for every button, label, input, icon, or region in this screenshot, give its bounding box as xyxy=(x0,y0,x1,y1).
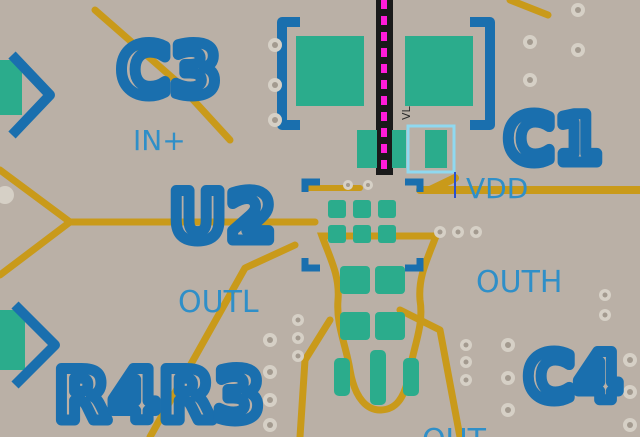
via xyxy=(268,78,282,92)
pad-c3-left xyxy=(296,36,364,106)
net-labels: IN+ VDD OUTH OUTL OUT VL xyxy=(133,105,562,437)
via xyxy=(263,365,277,379)
silkscreen-designators: C3 C1 U2 R4R3 C4 xyxy=(50,25,627,437)
net-label-outl: OUTL xyxy=(178,285,259,320)
left-pads xyxy=(0,51,60,389)
designator-c1: C1 xyxy=(505,101,603,178)
via xyxy=(343,180,353,190)
via xyxy=(623,353,637,367)
via xyxy=(460,374,472,386)
designator-c4: C4 xyxy=(525,339,623,416)
trace-left-diagonal-lower xyxy=(0,218,74,279)
footprint-r4r3[interactable] xyxy=(334,350,419,405)
via xyxy=(599,289,611,301)
via xyxy=(268,38,282,52)
trace-top-right xyxy=(506,0,552,19)
via xyxy=(292,332,304,344)
copper-pour-output xyxy=(317,232,441,414)
via xyxy=(263,333,277,347)
via xyxy=(523,35,537,49)
pad-left-upper xyxy=(0,60,22,115)
footprint-u2[interactable] xyxy=(301,178,424,340)
via xyxy=(0,186,14,204)
via xyxy=(523,73,537,87)
pad-r3-a xyxy=(370,350,386,405)
via xyxy=(501,403,515,417)
via xyxy=(268,113,282,127)
pad-c1-c xyxy=(425,130,447,168)
via xyxy=(434,226,446,238)
net-label-in-plus: IN+ xyxy=(133,124,186,157)
via xyxy=(501,338,515,352)
via xyxy=(623,385,637,399)
designator-c3: C3 xyxy=(118,30,222,112)
net-label-vdd: VDD xyxy=(466,172,528,205)
via xyxy=(263,418,277,432)
trace-left-diagonal-upper xyxy=(0,166,74,226)
highlighted-net xyxy=(376,0,393,175)
footprint-c3[interactable] xyxy=(277,17,495,130)
footprint-c1[interactable] xyxy=(357,124,456,198)
via xyxy=(571,43,585,57)
via-group xyxy=(0,3,637,432)
trace-outh-right xyxy=(396,306,464,437)
via xyxy=(470,226,482,238)
pad-r3-b xyxy=(403,358,419,396)
via xyxy=(263,393,277,407)
via xyxy=(623,418,637,432)
trace-outl-feed xyxy=(146,241,299,437)
pad-left-lower xyxy=(0,310,25,370)
u2-pad-grid xyxy=(328,200,405,340)
via xyxy=(452,226,464,238)
via xyxy=(571,3,585,17)
designator-r4r3: R4R3 xyxy=(55,355,264,437)
via xyxy=(460,356,472,368)
net-label-vl: VL xyxy=(400,105,413,120)
net-label-outh: OUTH xyxy=(476,265,562,300)
trace-in-plus xyxy=(91,6,234,144)
via xyxy=(501,371,515,385)
via xyxy=(599,309,611,321)
via xyxy=(460,339,472,351)
net-label-out: OUT xyxy=(422,423,487,437)
trace-vdd-to-c1 xyxy=(426,174,459,194)
trace-out-left xyxy=(296,316,334,437)
c1-selection-outline xyxy=(406,124,456,174)
via xyxy=(363,180,373,190)
pad-r4 xyxy=(334,358,350,396)
pad-c1-b xyxy=(392,130,406,168)
pad-c1-a xyxy=(357,130,377,168)
via xyxy=(292,314,304,326)
pad-c3-right xyxy=(405,36,473,106)
via xyxy=(292,350,304,362)
designator-u2: U2 xyxy=(170,178,277,257)
